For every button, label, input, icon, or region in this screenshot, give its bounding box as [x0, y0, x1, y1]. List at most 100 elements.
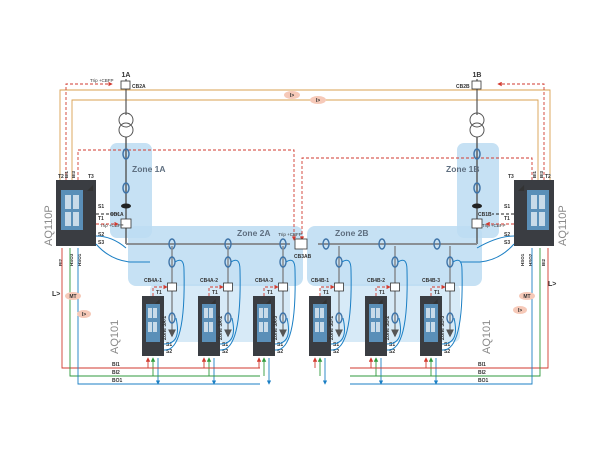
source-1b-label: 1B	[473, 72, 482, 79]
svg-text:MT: MT	[523, 294, 530, 300]
svg-text:HSO1: HSO1	[520, 253, 525, 266]
svg-text:T1: T1	[98, 216, 104, 222]
feeder-breaker-label: CB4B-3	[422, 278, 440, 284]
aq101-relay[interactable]: ◢	[198, 296, 220, 356]
feeder-ct	[224, 312, 232, 324]
aq110p-right-relay[interactable]: ◢	[514, 180, 554, 246]
light-indicator-left: L>	[52, 291, 60, 298]
svg-text:I>: I>	[316, 98, 320, 104]
cb2a-breaker[interactable]	[120, 80, 131, 90]
feeder-ct	[335, 312, 343, 324]
svg-text:T2: T2	[545, 174, 551, 180]
svg-text:S2: S2	[504, 232, 510, 238]
cb1b-breaker[interactable]	[471, 218, 483, 229]
aq101-right-name: AQ101	[481, 320, 493, 354]
svg-text:BI2: BI2	[541, 259, 546, 267]
aq101-relay[interactable]: ◢	[253, 296, 275, 356]
cb3ab-breaker[interactable]	[294, 238, 308, 250]
mt-badge-left: MT	[65, 292, 81, 300]
aq110p-left-relay[interactable]: ◢	[56, 180, 96, 246]
svg-text:S1: S1	[333, 342, 339, 348]
bo1-bus-right-label: BO1	[478, 378, 489, 384]
svg-text:T2: T2	[58, 174, 64, 180]
zone-3-label: Zone 3B-3	[440, 316, 446, 340]
bi1-bus-left-label: BI1	[112, 362, 120, 368]
svg-text:S2: S2	[333, 349, 339, 355]
svg-text:◢: ◢	[518, 183, 525, 192]
trip-cbfp-label-center: Trip +CBFP	[278, 232, 301, 237]
svg-text:S2: S2	[277, 349, 283, 355]
svg-text:BI3: BI3	[71, 171, 76, 179]
feeder-breaker[interactable]	[445, 282, 455, 292]
svg-text:S2: S2	[444, 349, 450, 355]
aq101-relay[interactable]: ◢	[309, 296, 331, 356]
main-busbar: CB3AB Trip +CBFP	[126, 232, 477, 260]
trip-cbfp-label-left: Trip +CBFP	[90, 78, 113, 83]
red-dashed-cb3ab-right	[299, 157, 533, 241]
top-signal-lines	[59, 81, 551, 241]
feeder-ct	[168, 312, 176, 324]
transformer-right-primary	[469, 112, 485, 128]
zone-3-label: Zone 3A-1	[162, 316, 168, 340]
cb2b-breaker[interactable]	[471, 80, 482, 90]
zone-2b-title: Zone 2B	[335, 228, 369, 238]
svg-text:BI1: BI1	[532, 171, 537, 179]
bo1-bus-left-label: BO1	[112, 378, 123, 384]
svg-text:◢: ◢	[433, 299, 438, 305]
aq101-relay[interactable]: ◢	[142, 296, 164, 356]
overcurrent-badge-left: I>	[77, 310, 91, 318]
feeder-ct	[391, 312, 399, 324]
svg-text:HSO1: HSO1	[77, 253, 82, 266]
svg-text:◢: ◢	[378, 299, 383, 305]
light-badge-top-right: I>	[310, 96, 326, 104]
bi1-bus-right-label: BI1	[478, 362, 486, 368]
feeder-breaker-label: CB4B-2	[367, 278, 385, 284]
red-dashed-trip-cb2b	[497, 81, 545, 180]
zone-3-label: Zone 3B-2	[385, 316, 391, 340]
svg-text:S3: S3	[504, 240, 510, 246]
zone-3-label: Zone 3A-3	[273, 316, 279, 340]
bi2-bus-right-label: BI2	[478, 370, 486, 376]
svg-text:◢: ◢	[155, 299, 160, 305]
svg-text:HSO3: HSO3	[69, 253, 74, 266]
svg-text:S1: S1	[444, 342, 450, 348]
svg-text:T1: T1	[156, 290, 162, 296]
light-indicator-right: L>	[548, 281, 556, 288]
overcurrent-badge-right: I>	[513, 306, 527, 314]
aq110p-left-terminals: T2 T3 BI1 BI3 S1 T1 S2 S3 Trip +CBFP BI2…	[58, 171, 123, 267]
cb2a-label: CB2A	[132, 84, 146, 90]
svg-text:S2: S2	[389, 349, 395, 355]
mt-badge-right: MT	[519, 292, 535, 300]
svg-text:T1: T1	[323, 290, 329, 296]
svg-text:S2: S2	[98, 232, 104, 238]
svg-text:S2: S2	[166, 349, 172, 355]
feeder-breaker[interactable]	[278, 282, 288, 292]
zone-2a-title: Zone 2A	[237, 228, 271, 238]
aq101-relay[interactable]: ◢	[365, 296, 387, 356]
feeder-breaker[interactable]	[334, 282, 344, 292]
orange-line-outer-left	[59, 89, 551, 180]
zone-1a-region	[110, 143, 152, 238]
aq101-relay[interactable]: ◢	[420, 296, 442, 356]
orange-line-inner	[71, 99, 539, 180]
feeder-breaker[interactable]	[167, 282, 177, 292]
aq110p-left-name: AQ110P	[43, 205, 55, 246]
feeder-ct	[279, 312, 287, 324]
zone-2a-region	[128, 226, 303, 286]
svg-text:S1: S1	[166, 342, 172, 348]
feeder-breaker-label: CB4A-3	[255, 278, 273, 284]
feeder-breaker[interactable]	[223, 282, 233, 292]
light-badge-top-left: I>	[284, 91, 300, 99]
feeder-breaker[interactable]	[390, 282, 400, 292]
svg-text:◢: ◢	[211, 299, 216, 305]
feeder-breaker-label: CB4A-2	[200, 278, 218, 284]
svg-text:I>: I>	[82, 312, 86, 318]
aq101-left-name: AQ101	[109, 320, 121, 354]
svg-text:T1: T1	[434, 290, 440, 296]
svg-text:MT: MT	[69, 294, 76, 300]
feeder-ct	[446, 312, 454, 324]
svg-text:S1: S1	[222, 342, 228, 348]
cb1a-breaker[interactable]	[120, 218, 132, 229]
